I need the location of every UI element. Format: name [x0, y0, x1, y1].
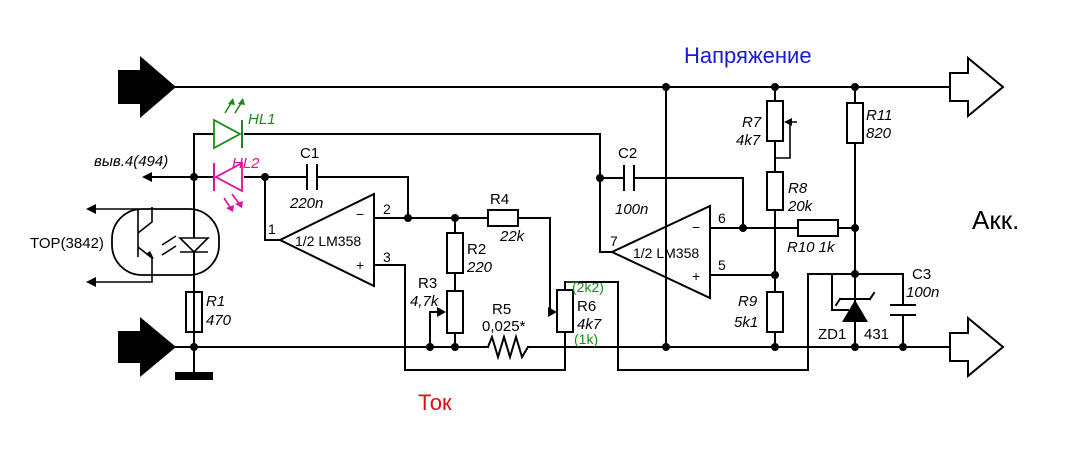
c1-label: C1: [300, 145, 319, 162]
hl2-ray-head: [226, 205, 234, 212]
hl2-label: HL2: [232, 155, 260, 172]
r7-wiper-arrow: [784, 118, 792, 126]
r10-resistor: [797, 219, 839, 237]
opto-transistor: [88, 207, 153, 283]
hl1-ray-head2: [238, 98, 245, 105]
r8-resistor: [766, 171, 784, 211]
r2-resistor: [446, 232, 464, 274]
c3-label: C3: [912, 266, 931, 283]
pin4-arrow: [142, 172, 152, 182]
r7-value: 4k7: [736, 132, 761, 149]
c3-value: 100n: [906, 284, 939, 301]
u1-minus: −: [356, 206, 364, 222]
r5-value: 0,025*: [482, 318, 526, 335]
pin4-label: выв.4(494): [94, 153, 168, 170]
r9-label: R9: [738, 293, 758, 310]
junction-dots: [190, 83, 907, 351]
battery-label: Акк.: [972, 205, 1019, 235]
r11-resistor: [846, 102, 864, 144]
u2-plus: +: [692, 268, 700, 284]
zd1-label: ZD1: [818, 326, 846, 343]
u1-pin2: 2: [383, 201, 391, 217]
r7-resistor: [766, 100, 784, 142]
output-terminal-bottom: [949, 315, 1005, 379]
c2-value: 100n: [615, 201, 648, 218]
zd1-value: 431: [864, 326, 889, 343]
hl1-ray-head: [228, 98, 235, 105]
input-terminal-bottom: [118, 317, 176, 377]
u1-pin3: 3: [383, 249, 391, 265]
r7-wiper: [775, 121, 797, 159]
hl2-led: [214, 161, 243, 193]
r6-return-wire: [579, 273, 833, 371]
zd1-ref: [831, 273, 849, 311]
r7-label: R7: [742, 114, 762, 131]
r6-alt2: (1k): [574, 331, 598, 347]
hl1-label: HL1: [248, 111, 276, 128]
u1-pin1: 1: [268, 221, 276, 237]
r4-wire: [517, 217, 551, 291]
c1-value: 220n: [289, 195, 323, 212]
r5-label: R5: [492, 301, 511, 318]
hl1-led: [213, 118, 242, 150]
r8-value: 20k: [787, 198, 814, 215]
r9-resistor: [766, 291, 784, 333]
r10-label: R10 1k: [787, 239, 836, 256]
c3-capacitor: [890, 304, 916, 316]
optocoupler-body: [111, 208, 220, 276]
r3-wiper: [429, 311, 442, 348]
u2-pin5: 5: [718, 257, 726, 273]
r4-resistor: [487, 209, 519, 227]
r6-label: R6: [577, 298, 596, 315]
r1-resistor: [185, 291, 203, 333]
arrow-left-top: [86, 204, 96, 214]
r11-value: 820: [866, 125, 892, 142]
r6-resistor: [556, 289, 574, 333]
r11-label: R11: [866, 107, 892, 124]
r8-label: R8: [788, 180, 808, 197]
opto-led-triangle: [178, 237, 210, 254]
r4-label: R4: [490, 191, 509, 208]
opto-light-arrows: [161, 235, 177, 256]
u2-minus: −: [692, 219, 700, 235]
zd1-triangle: [842, 300, 868, 322]
u2-pin7: 7: [610, 233, 618, 249]
c1-wires: [264, 176, 409, 219]
input-terminal-top: [118, 56, 176, 118]
opto-emitter-arrow: [146, 251, 154, 259]
c2-capacitor: [623, 165, 635, 191]
r3-value: 4,7k: [410, 293, 440, 310]
r9-value: 5k1: [734, 314, 758, 331]
r2-value: 220: [466, 259, 493, 276]
current-label: Ток: [418, 390, 452, 415]
voltage-label: Напряжение: [684, 43, 812, 68]
zd1-bar: [834, 291, 876, 307]
hl2-ray-head2: [235, 201, 243, 208]
r6-wiper-arrow: [548, 307, 557, 317]
u2-output-wire: [599, 133, 613, 253]
opamp-u2: [609, 204, 711, 300]
r1-label: R1: [206, 293, 225, 310]
top-label: TOP(3842): [30, 235, 104, 252]
c1-capacitor: [306, 164, 318, 190]
c2-label: C2: [618, 145, 637, 162]
r1-value: 470: [206, 312, 232, 329]
r4-value: 22k: [499, 228, 526, 245]
arrow-left-bottom: [86, 277, 96, 287]
output-terminal-top: [949, 55, 1005, 119]
r3-resistor: [446, 290, 464, 334]
r2-label: R2: [467, 241, 486, 258]
opamp-u1: [277, 192, 375, 288]
u1-plus: +: [356, 257, 364, 273]
opamp-u1-label: 1/2 LM358: [295, 233, 361, 249]
u2-pin6: 6: [718, 210, 726, 226]
u1-noninv-wire: [373, 264, 566, 371]
r6-value: 4k7: [577, 316, 602, 333]
r5-resistor: [486, 333, 530, 361]
ground-symbol: [175, 372, 213, 380]
r3-label: R3: [418, 275, 437, 292]
u1-output-wire: [264, 176, 281, 241]
r3-wiper-arrow: [437, 307, 446, 317]
